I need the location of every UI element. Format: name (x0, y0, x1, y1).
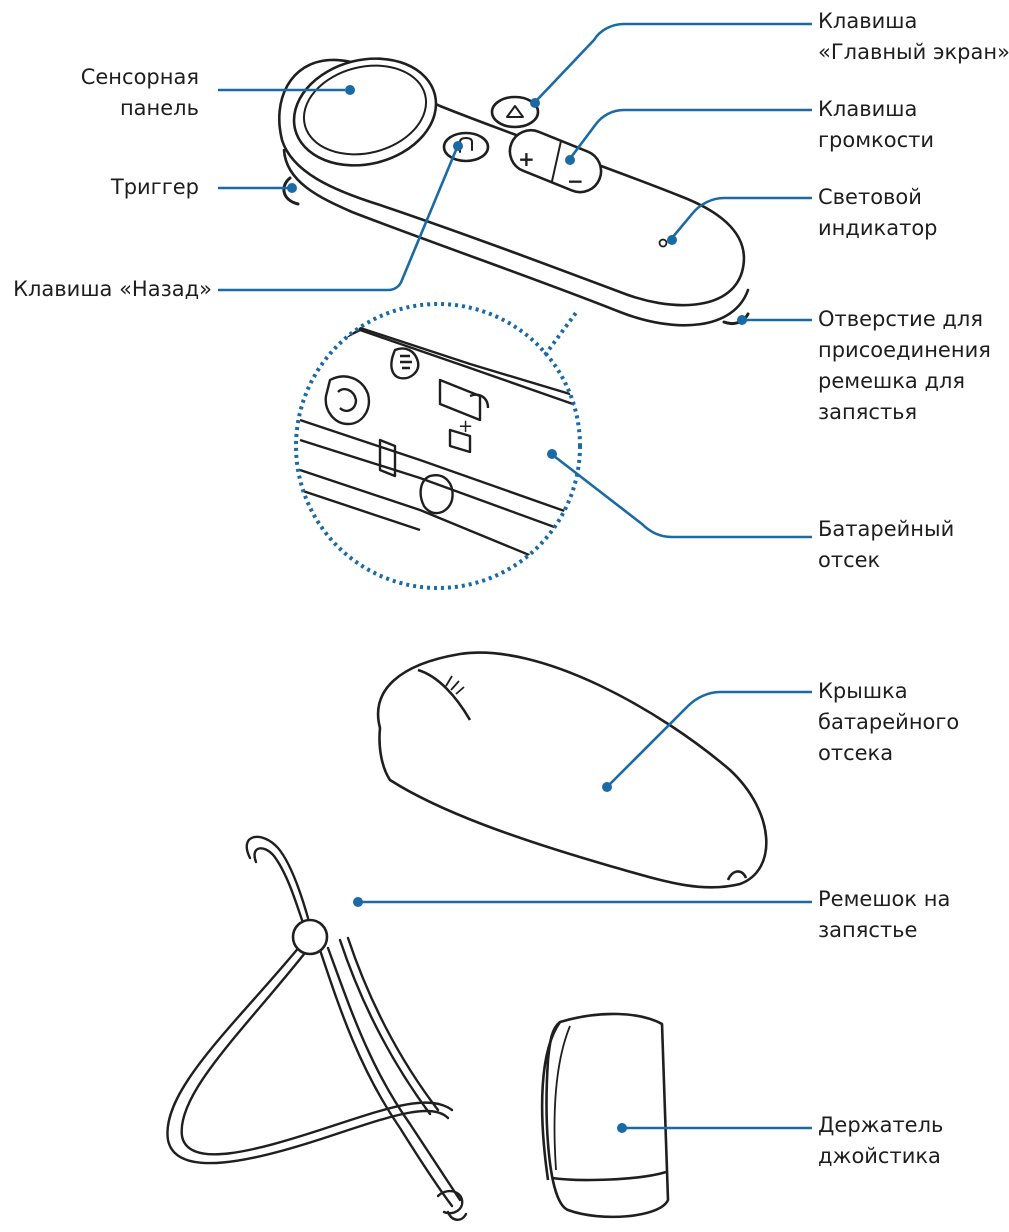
leader-endpoints (287, 85, 747, 1133)
label-line: Держатель (818, 1113, 944, 1137)
controller-bottom-edge (282, 148, 750, 327)
label-line: индикатор (818, 216, 938, 240)
label-line: Клавиша (818, 9, 918, 33)
controller-illustration (274, 57, 750, 331)
label-line: Крышка (818, 679, 908, 703)
label-line: Отверстие для (818, 307, 983, 331)
holder-illustration (540, 1012, 670, 1219)
label-back-key: Клавиша «Назад» (13, 274, 212, 305)
strap-slider-bead (291, 918, 329, 956)
volume-minus-glyph: − (567, 169, 584, 193)
label-volume-key: Клавиша громкости (818, 94, 934, 156)
label-line: Световой (818, 185, 922, 209)
label-battery-cover: Крышка батарейного отсека (818, 676, 959, 769)
label-line: ремешка для (818, 369, 966, 393)
label-line: панель (119, 96, 199, 120)
label-line: Ремешок на (818, 887, 951, 911)
label-line: джойстика (818, 1144, 941, 1168)
label-line: запястья (818, 400, 918, 424)
label-indicator: Световой индикатор (818, 182, 938, 244)
touchpad-shape (292, 57, 438, 167)
wrist-strap-illustration (166, 835, 468, 1221)
label-line: Сенсорная (80, 65, 199, 89)
label-line: громкости (818, 128, 935, 152)
label-line: запястье (818, 918, 918, 942)
battery-cover-illustration (376, 651, 768, 889)
label-home-key: Клавиша «Главный экран» (818, 6, 1009, 68)
label-holder: Держатель джойстика (818, 1110, 943, 1172)
label-line: отсек (818, 548, 881, 572)
label-line: Триггер (110, 175, 199, 199)
label-wrist-strap: Ремешок на запястье (818, 884, 950, 946)
label-battery-compartment: Батарейный отсек (818, 514, 954, 576)
label-line: Клавиша (818, 97, 918, 121)
volume-plus-glyph: + (518, 147, 535, 171)
label-line: отсека (818, 741, 894, 765)
battery-compartment-zoom: + (294, 302, 582, 590)
label-line: Батарейный (818, 517, 955, 541)
light-indicator-shape (658, 238, 668, 248)
battery-plus-glyph: + (458, 416, 473, 437)
label-line: присоединения (818, 338, 991, 362)
label-touchpad: Сенсорная панель (81, 62, 199, 124)
home-key-shape (490, 95, 540, 129)
label-trigger: Триггер (111, 172, 199, 203)
label-line: Клавиша «Назад» (13, 277, 212, 301)
trigger-shape (282, 176, 300, 206)
label-line: батарейного (818, 710, 960, 734)
volume-rocker-shape (508, 128, 603, 194)
back-key-shape (442, 131, 490, 163)
leader-lines (218, 22, 812, 1130)
label-strap-hole: Отверстие для присоединения ремешка для … (818, 304, 991, 428)
label-line: «Главный экран» (818, 40, 1009, 64)
